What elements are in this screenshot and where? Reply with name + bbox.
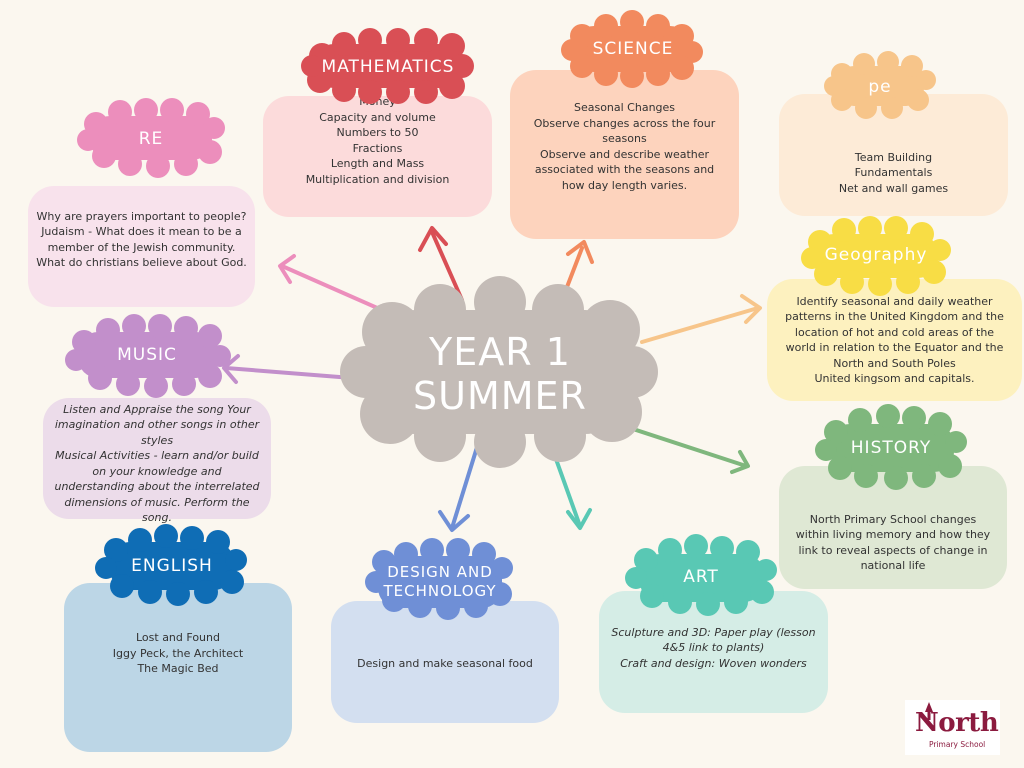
arrow-history	[628, 426, 750, 474]
mathematics-box: Money Capacity and volume Numbers to 50 …	[263, 95, 492, 217]
pe-label: pe	[868, 76, 892, 97]
science-label: SCIENCE	[592, 38, 674, 59]
design-technology-content: Design and make seasonal food	[357, 657, 533, 671]
center-cloud-shape	[340, 276, 658, 468]
arrow-design-technology	[438, 442, 480, 532]
english-content: Lost and Found Iggy Peck, the Architect …	[112, 631, 244, 676]
pe-label-shape	[824, 51, 936, 119]
history-label-shape	[815, 404, 967, 490]
re-label-shape	[77, 98, 225, 178]
geography-label: Geography	[824, 244, 928, 265]
music-label: MUSIC	[117, 344, 177, 365]
arrow-music	[222, 354, 354, 384]
science-box: Seasonal Changes Observe changes across …	[510, 70, 739, 239]
mathematics-label-shape	[301, 28, 474, 104]
re-content: Why are prayers important to people? Jud…	[36, 209, 247, 270]
design-technology-box: Design and make seasonal food	[331, 601, 559, 723]
design-technology-label: DESIGN AND TECHNOLOGY	[383, 563, 497, 600]
logo-name: North	[915, 708, 999, 738]
history-label: HISTORY	[850, 437, 932, 458]
art-label-shape	[625, 534, 777, 616]
science-content: Seasonal Changes Observe changes across …	[533, 101, 716, 192]
school-logo: North Primary School	[905, 700, 1000, 755]
arrow-re	[278, 254, 384, 312]
center-title-line1: YEAR 1	[429, 330, 571, 374]
english-box: Lost and Found Iggy Peck, the Architect …	[64, 583, 292, 752]
history-content: North Primary School changes within livi…	[795, 512, 991, 573]
english-label: ENGLISH	[131, 555, 213, 576]
arrow-geography	[640, 294, 762, 344]
geography-content: Identify seasonal and daily weather patt…	[785, 294, 1004, 386]
re-box: Why are prayers important to people? Jud…	[28, 186, 255, 307]
mathematics-content: Money Capacity and volume Numbers to 50 …	[305, 95, 450, 186]
pe-content: Team Building Fundamentals Net and wall …	[838, 150, 949, 195]
center-title: YEAR 1 SUMMER	[355, 330, 645, 418]
art-content: Sculpture and 3D: Paper play (lesson 4&5…	[611, 625, 816, 670]
re-label: RE	[138, 128, 164, 149]
mathematics-label: MATHEMATICS	[321, 56, 455, 77]
science-label-shape	[561, 10, 703, 88]
design-technology-label-shape	[365, 538, 513, 620]
logo-subtitle: Primary School	[929, 740, 986, 749]
english-label-shape	[95, 524, 247, 606]
church-spire-icon	[925, 702, 933, 720]
art-label: ART	[683, 566, 719, 587]
music-content: Listen and Appraise the song Your imagin…	[54, 402, 260, 525]
geography-box: Identify seasonal and daily weather patt…	[767, 279, 1022, 401]
music-box: Listen and Appraise the song Your imagin…	[43, 398, 271, 524]
arrow-mathematics	[418, 226, 464, 302]
geography-label-shape	[801, 216, 951, 296]
center-title-line2: SUMMER	[413, 374, 587, 418]
music-label-shape	[65, 314, 231, 398]
